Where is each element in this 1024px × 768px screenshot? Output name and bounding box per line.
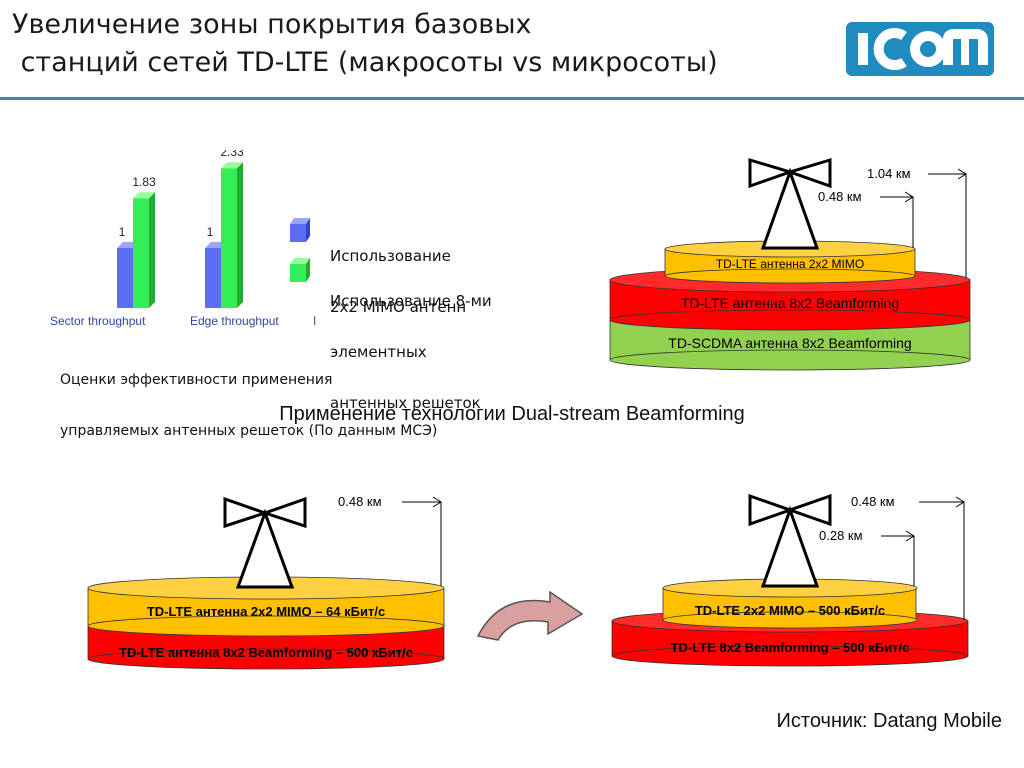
legend-text: элементных — [330, 343, 427, 361]
range-outer-label: 0.48 км — [851, 494, 895, 509]
caption-line: управляемых антенных решеток (По данным … — [60, 423, 438, 439]
layer-red-label: TD-LTE антенна 8x2 Beamforming — [681, 295, 899, 311]
data-label: 2.33 — [220, 150, 244, 159]
chart-caption: Оценки эффективности применения управляе… — [60, 338, 437, 457]
cell-diagram-before: 0.48 км TD-LTE антенна 2x2 MIMO – 64 кБи… — [87, 494, 445, 670]
range-label: 0.48 км — [338, 494, 382, 509]
data-label: 1 — [207, 225, 214, 239]
layer-yellow-label: TD-LTE 2x2 MIMO – 500 кБит/с — [695, 603, 885, 618]
legend-text: Использование — [330, 247, 451, 265]
legend-swatches — [290, 218, 310, 282]
macro-cell-diagram: 1.04 км 0.48 км TD-LTE антенна 2x2 MIMO … — [609, 157, 971, 371]
legend-text: 2x2 MIMO антенн — [330, 298, 467, 316]
range-outer-arrow — [919, 496, 965, 620]
section-caption: Применение технологии Dual-stream Beamfo… — [279, 403, 745, 425]
legend-text: антенных решеток — [330, 394, 481, 412]
x-tick-label-sector: Sector throughput — [50, 314, 146, 328]
range-outer-label: 1.04 км — [867, 166, 911, 181]
transition-arrow-icon — [476, 590, 584, 641]
x-tick-label-fragment: I — [313, 314, 316, 328]
layer-green-label: TD-SCDMA антенна 8x2 Beamforming — [668, 335, 911, 351]
legend-swatch-green-icon — [290, 258, 310, 282]
icom-logo — [846, 22, 994, 76]
range-arrow — [402, 496, 442, 586]
bar-beamforming-0 — [133, 192, 155, 308]
x-tick-label-edge: Edge throughput — [190, 314, 279, 328]
range-inner-label: 0.48 км — [818, 189, 862, 204]
layer-yellow-label: TD-LTE антенна 2x2 MIMO – 64 кБит/с — [147, 604, 385, 619]
title-line-2: станций сетей TD-LTE (макросоты vs микро… — [12, 47, 718, 78]
range-inner-arrow — [881, 530, 915, 586]
antenna-icon — [748, 157, 832, 250]
throughput-chart: 1 1.83 1 2.33 Sector throughput Edge throug… — [50, 150, 316, 328]
range-outer-arrow — [928, 168, 967, 278]
layer-yellow-label: TD-LTE антенна 2x2 MIMO — [716, 257, 864, 271]
legend-text: Использование 8-ми — [330, 292, 492, 310]
title-divider — [0, 97, 1024, 100]
source-note: Источник: Datang Mobile — [776, 710, 1002, 732]
data-label: 1 — [119, 225, 126, 239]
layer-red-label: TD-LTE антенна 8x2 Beamforming – 500 кБи… — [119, 645, 413, 660]
layer-td-lte-2x2 — [662, 578, 918, 629]
legend-item-beamforming: Использование 8-ми элементных антенных р… — [330, 259, 492, 429]
antenna-icon — [223, 496, 307, 589]
slide-title: Увеличение зоны покрытия базовых станций… — [12, 6, 718, 82]
cell-diagram-after: 0.48 км 0.28 км TD-LTE 2x2 MIMO – 500 кБ… — [611, 493, 969, 667]
caption-line: Оценки эффективности применения — [60, 372, 333, 388]
legend-swatch-blue-icon — [290, 218, 310, 242]
title-line-1: Увеличение зоны покрытия базовых — [12, 9, 532, 40]
bar-beamforming-1 — [221, 162, 243, 308]
data-label: 1.83 — [132, 175, 156, 189]
layer-red-label: TD-LTE 8x2 Beamforming – 500 кБит/с — [671, 640, 910, 655]
range-inner-label: 0.28 км — [819, 528, 863, 543]
legend-item-mimo: Использование 2x2 MIMO антенн — [330, 214, 466, 333]
range-inner-arrow — [880, 191, 914, 248]
antenna-icon — [748, 493, 832, 588]
